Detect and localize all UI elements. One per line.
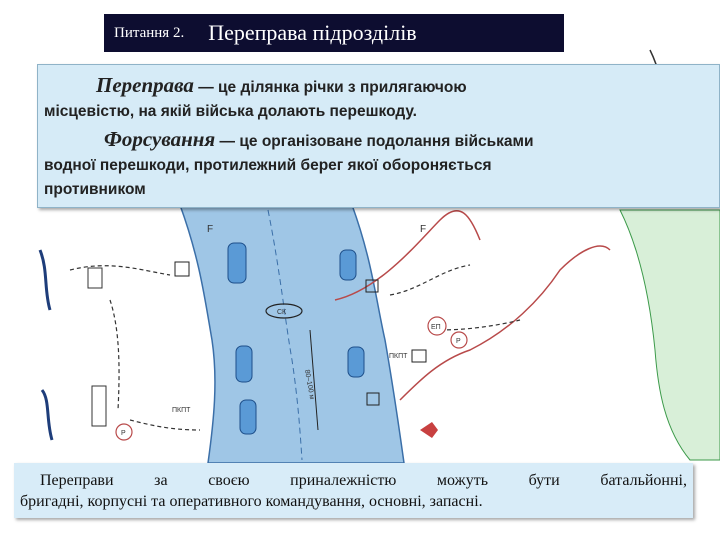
flag-label: F [207, 224, 213, 235]
route-dashed-left [69, 265, 201, 431]
ferry-boat [347, 346, 365, 378]
crossing-types-note: Переправи за своєю приналежністю можуть … [14, 463, 693, 518]
definition-text: це ділянка річки з прилягаючою [218, 79, 467, 96]
definition-2-line-1: Форсування — це організоване подолання в… [104, 127, 534, 152]
river [178, 204, 405, 464]
definition-1-line-2: місцевістю, на якій війська долають пере… [44, 103, 417, 120]
note-line-2: бригадні, корпусні та оперативного коман… [20, 493, 483, 510]
definition-term: Переправа [96, 73, 194, 97]
bank-marker [365, 279, 379, 293]
right-bank-vegetation [619, 209, 720, 461]
red-diamond-marker [420, 422, 438, 438]
p-label: Р [456, 338, 461, 345]
route-line-lower [399, 245, 611, 401]
route-line-upper [334, 210, 481, 301]
title-bar: Питання 2. Переправа підрозділів [104, 14, 564, 52]
ferry-boat [235, 345, 253, 383]
pkpt-label: ПКПТ [389, 353, 408, 360]
bank-marker [174, 261, 190, 277]
definitions-panel: Переправа — це ділянка річки з прилягаюч… [37, 64, 720, 208]
left-equipment [91, 385, 107, 427]
definition-dash: — [215, 133, 240, 150]
bank-marker [366, 392, 380, 406]
definition-dash: — [193, 79, 219, 96]
pkpt-label: ПКПТ [172, 407, 191, 414]
definition-2-line-2: водної перешкоди, протилежний берег якої… [44, 157, 492, 174]
question-label: Питання 2. [114, 24, 185, 41]
p-marker [450, 331, 468, 349]
crossing-span [309, 329, 319, 431]
definition-1-line-1: Переправа — це ділянка річки з прилягаюч… [96, 73, 467, 98]
ferry-boat [227, 242, 247, 284]
route-dashed-right [389, 264, 521, 331]
definition-2-line-3: противником [44, 181, 146, 198]
note-line-1: Переправи за своєю приналежністю можуть … [40, 472, 687, 489]
definition-term: Форсування [104, 127, 216, 151]
ep-label: ЕП [431, 324, 441, 331]
river-flow-line [267, 209, 303, 461]
ferry-boat [239, 399, 257, 435]
flag-label: F [420, 224, 426, 235]
left-bank-shoreline [38, 249, 54, 441]
ep-marker [427, 316, 447, 336]
sk-label: СК [277, 309, 287, 316]
definition-text: це організоване подолання військами [239, 133, 534, 150]
ferry-boat [339, 249, 357, 281]
p-marker [115, 423, 133, 441]
p-label: Р [121, 430, 126, 437]
left-equipment [87, 267, 103, 289]
bank-marker [411, 349, 427, 363]
sk-marker [265, 303, 303, 319]
page-title: Переправа підрозділів [208, 20, 417, 45]
